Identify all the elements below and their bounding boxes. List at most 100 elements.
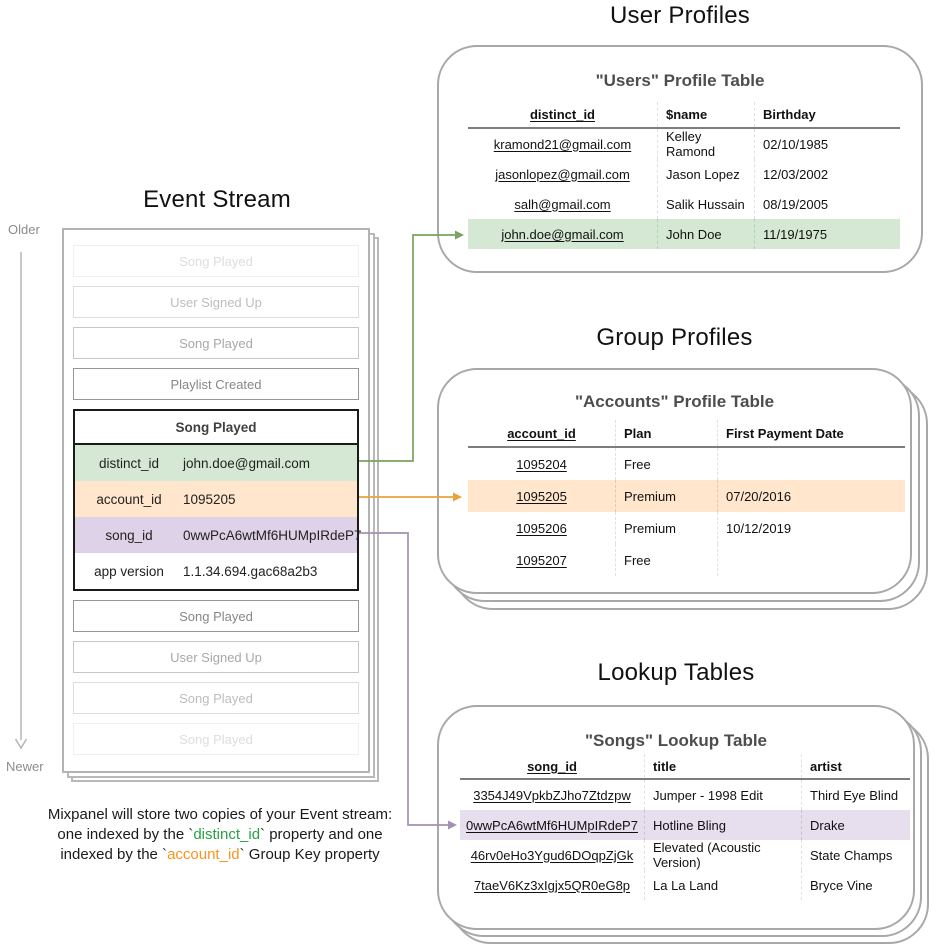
users-table-title: "Users" Profile Table <box>595 71 765 90</box>
table-row: jasonlopez@gmail.com Jason Lopez 12/03/2… <box>468 159 900 189</box>
table-cell: Kelley Ramond <box>666 129 716 159</box>
table-cell: Jason Lopez <box>666 166 740 182</box>
caption-line-3: indexed by the `account_id` Group Key pr… <box>60 846 380 863</box>
table-header-row: distinct_id $name Birthday <box>468 102 900 129</box>
table-row: 3354J49VpkbZJho7Ztdzpw Jumper - 1998 Edi… <box>460 780 910 810</box>
table-cell: Elevated (Acoustic Version) <box>653 840 761 870</box>
table-row: 7taeV6Kz3xIgjx5QR0eG8p La La Land Bryce … <box>460 870 910 900</box>
table-cell: 11/19/1975 <box>763 226 828 242</box>
table-cell: 1095205 <box>516 488 567 504</box>
event-stream-container: Song Played User Signed Up Song Played P… <box>62 228 370 773</box>
event-box: Song Played <box>73 682 359 714</box>
table-cell: 1095206 <box>516 520 567 536</box>
table-cell: 07/20/2016 <box>726 488 792 504</box>
table-cell: John Doe <box>666 226 722 242</box>
accounts-profile-table: account_id Plan First Payment Date 10952… <box>468 420 905 576</box>
property-key: song_id <box>105 527 153 543</box>
column-header: artist <box>810 758 842 774</box>
table-cell: jasonlopez@gmail.com <box>495 166 630 182</box>
table-cell: Free <box>624 552 651 568</box>
table-cell: Bryce Vine <box>810 877 873 893</box>
table-cell: Salik Hussain <box>666 196 745 212</box>
highlighted-table-row: 0wwPcA6wtMf6HUMpIRdeP7 Hotline Bling Dra… <box>460 810 910 840</box>
table-cell: 3354J49VpkbZJho7Ztdzpw <box>473 787 631 803</box>
property-value: 1.1.34.694.gac68a2b3 <box>183 563 318 579</box>
property-value: john.doe@gmail.com <box>183 455 311 471</box>
table-cell: 7taeV6Kz3xIgjx5QR0eG8p <box>473 877 631 893</box>
table-cell: john.doe@gmail.com <box>501 226 624 242</box>
event-box: Playlist Created <box>73 368 359 400</box>
songs-lookup-card: "Songs" Lookup Table song_id title artis… <box>437 705 915 930</box>
column-header: title <box>653 758 677 774</box>
table-cell: Premium <box>624 520 677 536</box>
column-header: Plan <box>624 425 652 441</box>
table-cell: La La Land <box>653 877 719 893</box>
property-key: account_id <box>96 491 162 507</box>
table-row: 1095207 Free <box>468 544 905 576</box>
property-value: 1095205 <box>183 491 236 507</box>
table-cell: 08/19/2005 <box>763 196 829 212</box>
column-header: $name <box>666 107 708 122</box>
property-key: distinct_id <box>98 455 160 471</box>
table-cell: Drake <box>810 817 845 833</box>
table-row: 1095206 Premium 10/12/2019 <box>468 512 905 544</box>
event-property-row: app version 1.1.34.694.gac68a2b3 <box>75 553 357 589</box>
event-property-row: distinct_id john.doe@gmail.com <box>75 445 357 481</box>
expanded-event-card: Song Played distinct_id john.doe@gmail.c… <box>73 409 362 591</box>
songs-table-title: "Songs" Lookup Table <box>584 731 768 750</box>
expanded-event-title: Song Played <box>75 411 357 445</box>
event-box: User Signed Up <box>73 286 359 318</box>
table-header-row: account_id Plan First Payment Date <box>468 420 905 448</box>
table-cell: 02/10/1985 <box>763 136 829 152</box>
event-box: User Signed Up <box>73 641 359 673</box>
event-box: Song Played <box>73 327 359 359</box>
table-row: kramond21@gmail.com Kelley Ramond 02/10/… <box>468 129 900 159</box>
table-cell: salh@gmail.com <box>514 196 611 212</box>
column-header: song_id <box>527 758 577 774</box>
accounts-table-title: "Accounts" Profile Table <box>574 392 775 411</box>
table-cell: 10/12/2019 <box>726 520 792 536</box>
event-stream-title: Event Stream <box>143 186 291 213</box>
event-box: Song Played <box>73 600 359 632</box>
event-box: Song Played <box>73 245 359 277</box>
users-profile-card: "Users" Profile Table distinct_id $name … <box>437 45 923 273</box>
table-cell: 0wwPcA6wtMf6HUMpIRdeP7 <box>466 817 638 833</box>
distinct-id-code: distinct_id <box>193 826 261 843</box>
event-box: Song Played <box>73 723 359 755</box>
column-header: First Payment Date <box>726 425 844 441</box>
table-row: 1095204 Free <box>468 448 905 480</box>
property-key: app version <box>94 563 164 579</box>
table-cell: 1095207 <box>516 552 567 568</box>
account-id-code: account_id <box>167 846 240 863</box>
accounts-profile-card: "Accounts" Profile Table account_id Plan… <box>437 368 912 594</box>
songs-lookup-table: song_id title artist 3354J49VpkbZJho7Ztd… <box>460 754 910 900</box>
highlighted-table-row: 1095205 Premium 07/20/2016 <box>468 480 905 512</box>
table-cell: Hotline Bling <box>653 817 726 833</box>
table-cell: State Champs <box>810 847 893 863</box>
table-cell: 1095204 <box>516 456 567 472</box>
column-header: distinct_id <box>529 107 595 122</box>
table-cell: Premium <box>624 488 677 504</box>
user-profiles-title: User Profiles <box>610 2 750 29</box>
property-value: 0wwPcA6wtMf6HUMpIRdeP7 <box>183 527 362 543</box>
column-header: account_id <box>507 425 576 441</box>
group-profiles-title: Group Profiles <box>596 324 753 351</box>
newer-label: Newer <box>6 759 44 774</box>
lookup-tables-title: Lookup Tables <box>597 659 755 686</box>
table-row: salh@gmail.com Salik Hussain 08/19/2005 <box>468 189 900 219</box>
column-header: Birthday <box>763 107 816 122</box>
highlighted-table-row: john.doe@gmail.com John Doe 11/19/1975 <box>468 219 900 249</box>
users-profile-table: distinct_id $name Birthday kramond21@gma… <box>468 102 900 249</box>
table-cell: kramond21@gmail.com <box>493 136 632 152</box>
table-header-row: song_id title artist <box>460 754 910 780</box>
table-row: 46rv0eHo3Ygud6DOqpZjGk Elevated (Acousti… <box>460 840 910 870</box>
table-cell: Free <box>624 456 651 472</box>
timeline-arrow <box>14 252 28 750</box>
caption-line-2: one indexed by the `distinct_id` propert… <box>57 826 383 843</box>
caption-line-1: Mixpanel will store two copies of your E… <box>47 806 393 823</box>
table-cell: Jumper - 1998 Edit <box>653 787 763 803</box>
event-property-row: account_id 1095205 <box>75 481 357 517</box>
table-cell: 12/03/2002 <box>763 166 829 182</box>
older-label: Older <box>8 222 40 237</box>
